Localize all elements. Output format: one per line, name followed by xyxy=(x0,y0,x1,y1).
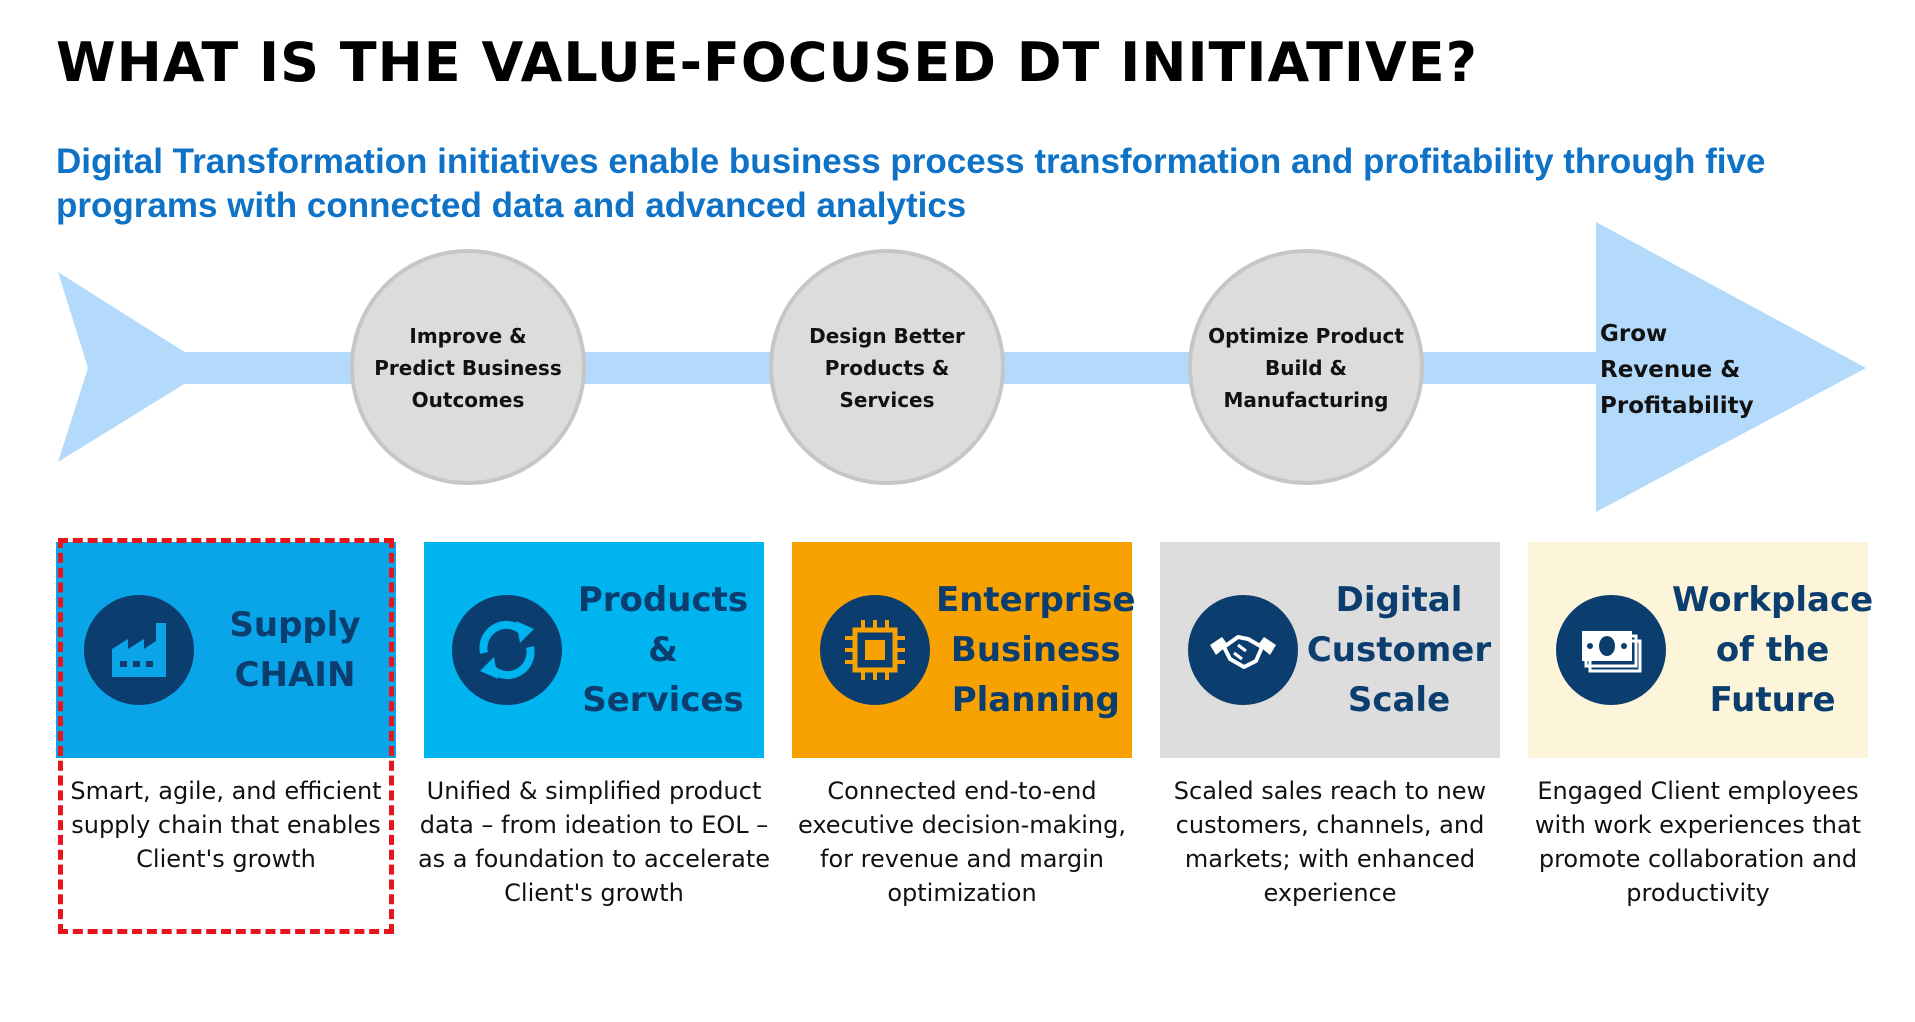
process-flow-arrow xyxy=(58,222,1866,512)
program-title-line: CHAIN xyxy=(234,655,356,695)
step-circle-1 xyxy=(350,249,586,485)
program-card-enterprise-planning: Enterprise Business Planning xyxy=(792,542,1136,758)
program-title-line: Planning xyxy=(951,680,1120,720)
handshake-icon xyxy=(1188,595,1298,705)
program-description: Smart, agile, and efficient supply chain… xyxy=(70,777,382,873)
page-subtitle: Digital Transformation initiatives enabl… xyxy=(56,142,1766,225)
step-label-optimize: Optimize Product Build & Manufacturing xyxy=(1208,324,1404,412)
program-title-line: Products xyxy=(577,580,749,620)
chip-icon xyxy=(820,595,930,705)
program-title-line: Workplace xyxy=(1672,580,1874,620)
program-card-digital-customer: Digital Customer Scale xyxy=(1160,542,1500,758)
program-title-line: Customer xyxy=(1306,630,1492,670)
program-title-line: Scale xyxy=(1347,680,1451,720)
program-card-products-services: Products & Services xyxy=(424,542,764,758)
program-description: Unified & simplified product data – from… xyxy=(417,777,771,907)
step-circle-3 xyxy=(1188,249,1424,485)
step-label-improve-predict: Improve & Predict Business Outcomes xyxy=(374,324,562,412)
program-card-workplace-future: Workplace of the Future xyxy=(1528,542,1873,758)
page-title: WHAT IS THE VALUE-FOCUSED DT INITIATIVE? xyxy=(56,31,1479,94)
program-title-line: Future xyxy=(1709,680,1836,720)
program-description: Connected end-to-end executive decision-… xyxy=(798,777,1126,907)
arrow-head xyxy=(1596,222,1866,512)
program-title: Enterprise Business Planning xyxy=(930,575,1142,725)
program-title: Supply CHAIN xyxy=(194,600,396,700)
money-icon xyxy=(1556,595,1666,705)
program-title-line: Supply xyxy=(229,605,361,645)
arrow-tail xyxy=(58,272,210,462)
program-title: Workplace of the Future xyxy=(1666,575,1879,725)
program-description: Scaled sales reach to new customers, cha… xyxy=(1173,777,1487,907)
program-title-line: of the xyxy=(1715,630,1830,670)
highlight-box xyxy=(58,538,394,934)
program-title-line: Business xyxy=(950,630,1121,670)
cycle-arrows-icon xyxy=(452,595,562,705)
program-title: Digital Customer Scale xyxy=(1298,575,1500,725)
factory-icon xyxy=(84,595,194,705)
goal-label: Grow Revenue & Profitability xyxy=(1600,321,1754,419)
step-label-design-better: Design Better Products & Services xyxy=(809,324,965,412)
program-title-line: Enterprise xyxy=(936,580,1136,620)
program-title-line: Digital xyxy=(1335,580,1463,620)
program-description: Engaged Client employees with work exper… xyxy=(1534,777,1862,907)
program-title-line: & Services xyxy=(582,630,744,720)
program-title: Products & Services xyxy=(562,575,764,725)
step-circle-2 xyxy=(769,249,1005,485)
program-card-supply-chain: Supply CHAIN xyxy=(56,542,396,758)
